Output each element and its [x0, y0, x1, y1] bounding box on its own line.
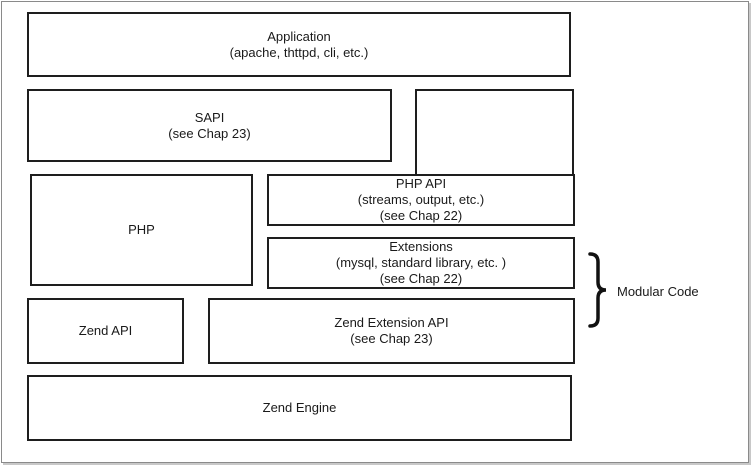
php-api-subtitle: (streams, output, etc.) — [357, 192, 485, 207]
php-api-title: PHP API — [395, 176, 447, 191]
zend-api-box: Zend API — [27, 298, 184, 364]
sapi-title: SAPI — [194, 109, 225, 125]
php-api-ref: (see Chap 22) — [379, 208, 463, 223]
extensions-subtitle: (mysql, standard library, etc. ) — [335, 255, 507, 270]
application-box: Application (apache, thttpd, cli, etc.) — [27, 12, 571, 77]
modular-code-label: Modular Code — [617, 284, 699, 299]
sapi-subtitle: (see Chap 23) — [168, 125, 251, 141]
empty-box — [415, 89, 574, 178]
extensions-title: Extensions — [389, 239, 453, 254]
sapi-box: SAPI (see Chap 23) — [27, 89, 392, 162]
curly-brace-icon — [588, 252, 607, 328]
php-box: PHP — [30, 174, 253, 286]
extensions-box: Extensions (mysql, standard library, etc… — [267, 237, 575, 289]
php-api-box: PHP API (streams, output, etc.) (see Cha… — [267, 174, 575, 226]
application-subtitle: (apache, thttpd, cli, etc.) — [229, 44, 369, 60]
zend-extension-api-box: Zend Extension API (see Chap 23) — [208, 298, 575, 364]
zend-engine-box: Zend Engine — [27, 375, 572, 441]
zend-extension-api-subtitle: (see Chap 23) — [350, 331, 433, 346]
zend-engine-title: Zend Engine — [262, 400, 337, 415]
zend-api-title: Zend API — [78, 323, 133, 338]
application-title: Application — [267, 28, 331, 44]
extensions-ref: (see Chap 22) — [379, 271, 463, 286]
zend-extension-api-title: Zend Extension API — [334, 315, 449, 330]
php-title: PHP — [128, 222, 155, 237]
